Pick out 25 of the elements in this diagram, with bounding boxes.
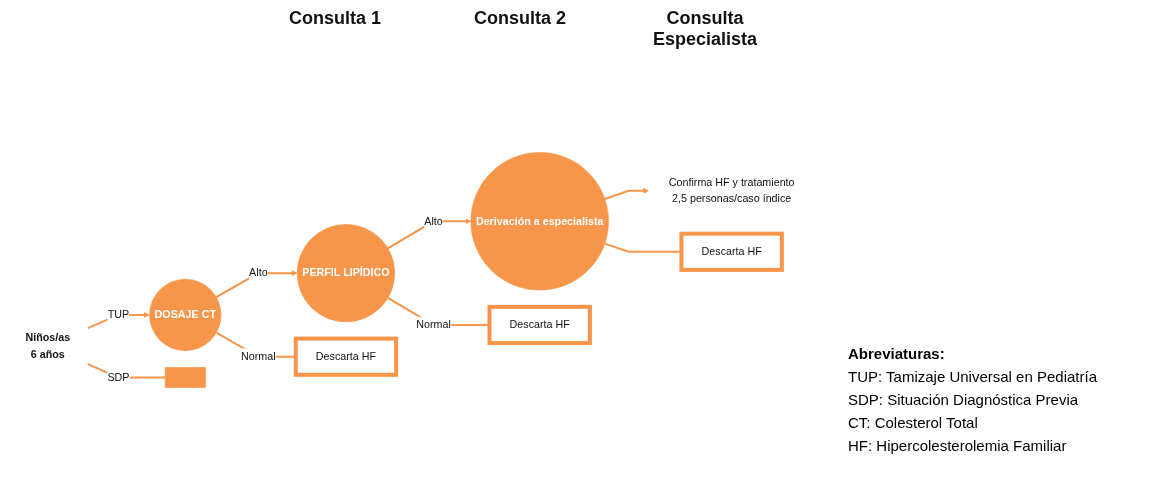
arrow — [604, 187, 649, 200]
node-box: Descarta HF — [293, 336, 399, 377]
edge-label: Alto — [424, 215, 443, 227]
edge-label: SDP — [107, 371, 130, 383]
edge-label: Normal — [241, 350, 276, 363]
node-circle: Derivación a especialista — [470, 152, 609, 291]
arrow — [387, 218, 472, 250]
abbreviation-item: SDP: Situación Diagnóstica Previa — [848, 391, 1080, 408]
abbreviations-heading: Abreviaturas: — [848, 345, 946, 362]
node-box — [164, 367, 206, 388]
edge-label: Alto — [249, 267, 268, 279]
abbreviation-item: CT: Colesterol Total — [848, 414, 979, 431]
edge-label: Normal — [416, 318, 451, 331]
column-heading: Consulta 2 — [473, 8, 567, 30]
node-box: Descarta HF — [487, 304, 592, 346]
node-box: Descarta HF — [679, 231, 784, 272]
column-heading: Consulta Especialista — [651, 8, 759, 50]
column-heading: Consulta 1 — [288, 8, 382, 30]
edge-label: TUP — [107, 308, 130, 321]
node-text: Confirma HF y tratamiento 2,5 personas/caso índice — [668, 176, 795, 205]
node-text: Niños/as 6 años — [25, 332, 71, 360]
abbreviation-item: TUP: Tamizaje Universal en Pediatría — [848, 368, 1097, 385]
node-circle: DOSAJE CT — [149, 278, 222, 351]
abbreviation-item: HF: Hipercolesterolemia Familiar — [848, 437, 1068, 454]
node-circle: PERFIL LIPÍDICO — [296, 224, 395, 323]
